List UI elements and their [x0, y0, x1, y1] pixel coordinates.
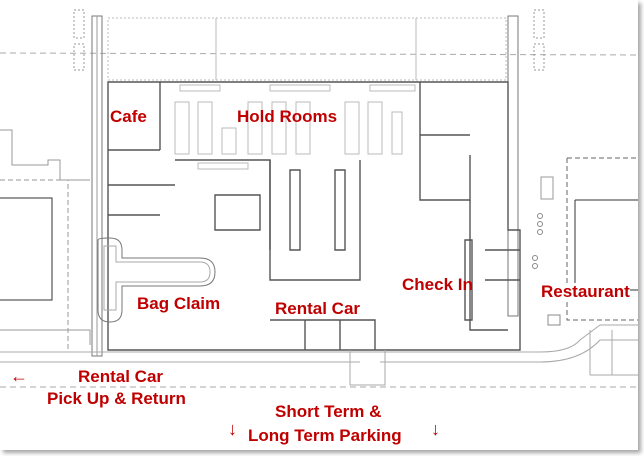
down-arrow-icon: ↓	[228, 419, 237, 439]
seating	[174, 84, 416, 170]
hold-rooms-label: Hold Rooms	[237, 107, 338, 126]
cafe-label: Cafe	[110, 107, 147, 126]
left-arrow-icon: ←	[10, 366, 28, 386]
bag-claim-carousel	[97, 237, 216, 323]
rental-car-pickup-line2: Pick Up & Return	[47, 389, 186, 408]
rental-car-pickup-line1: Rental Car	[78, 367, 164, 386]
left-walkway	[73, 9, 545, 357]
building-outline	[107, 81, 521, 351]
parking-line2: Long Term Parking	[248, 426, 402, 445]
bag-claim-label: Bag Claim	[137, 294, 221, 313]
down-arrow-icon: ↓	[431, 419, 440, 439]
plan-frame	[0, 0, 638, 450]
restaurant-label: Restaurant	[541, 282, 630, 301]
parking-line1: Short Term &	[275, 402, 382, 421]
grid-lines	[0, 52, 638, 388]
rental-car-label: Rental Car	[275, 299, 361, 318]
building-drawing	[0, 9, 638, 388]
check-in-label: Check In	[402, 275, 473, 294]
